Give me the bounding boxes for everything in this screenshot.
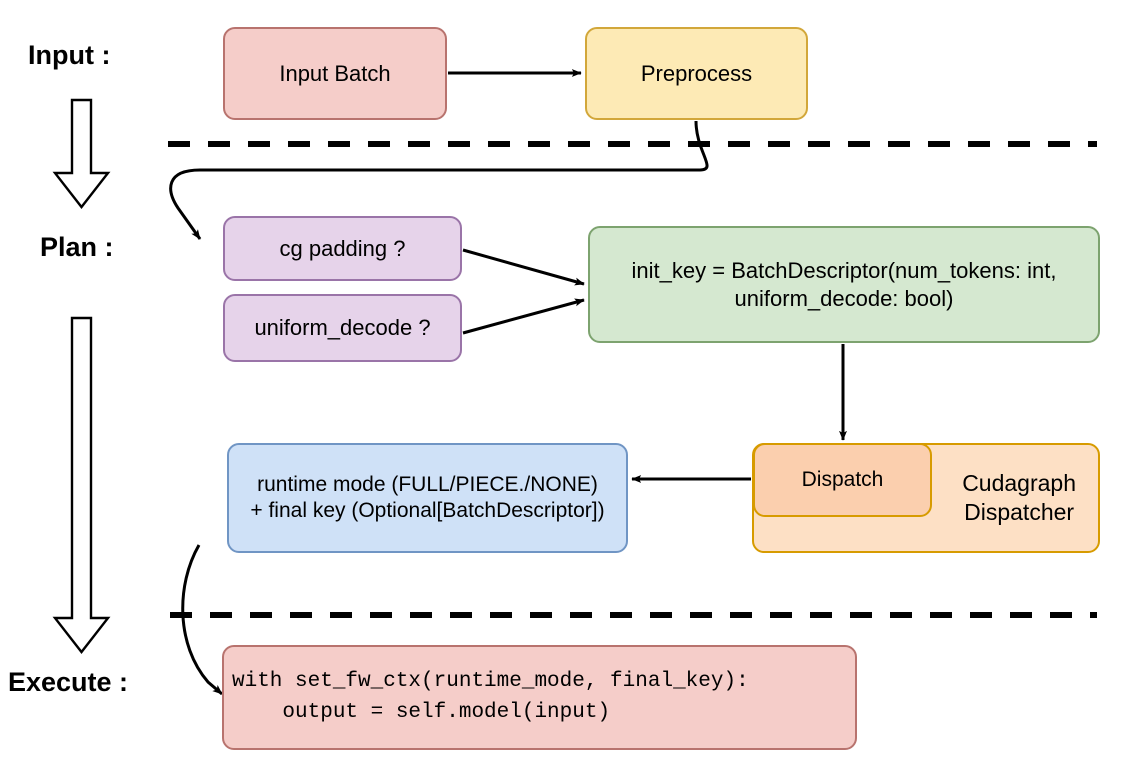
node-input-batch[interactable]: Input Batch — [223, 27, 447, 120]
edge-uniform-decode-to-init-key — [462, 298, 585, 335]
node-cg-padding[interactable]: cg padding ? — [223, 216, 462, 281]
node-cg-padding-label: cg padding ? — [279, 235, 406, 261]
node-dispatch-label: Dispatch — [801, 467, 884, 491]
node-runtime-mode-line2: + final key (Optional[BatchDescriptor]) — [250, 499, 605, 522]
node-runtime-mode-line1: runtime mode (FULL/PIECE./NONE) — [257, 472, 598, 496]
edge-cg-padding-to-init-key — [462, 248, 585, 286]
stage-arrow-input-to-plan — [52, 98, 111, 209]
node-init-key[interactable]: init_key = BatchDescriptor(num_tokens: i… — [588, 226, 1100, 343]
edge-runtime-mode-to-exec-code — [181, 544, 223, 696]
stage-arrow-plan-to-execute — [52, 316, 111, 654]
edge-preprocess-to-cg-padding — [169, 120, 709, 240]
node-init-key-text: init_key = BatchDescriptor(num_tokens: i… — [632, 257, 1057, 312]
node-dispatch[interactable]: Dispatch — [753, 443, 932, 517]
node-preprocess-label: Preprocess — [640, 60, 753, 86]
stage-label-input: Input : — [28, 40, 111, 70]
node-preprocess[interactable]: Preprocess — [585, 27, 808, 120]
node-runtime-mode-text: runtime mode (FULL/PIECE./NONE) + final … — [250, 472, 604, 525]
node-exec-code-line1: with set_fw_ctx(runtime_mode, final_key)… — [232, 670, 749, 694]
stage-label-execute: Execute : — [8, 667, 129, 697]
node-exec-code-text: with set_fw_ctx(runtime_mode, final_key)… — [232, 667, 749, 728]
node-cudagraph-dispatcher-line1: Cudagraph — [962, 470, 1076, 497]
node-runtime-mode[interactable]: runtime mode (FULL/PIECE./NONE) + final … — [227, 443, 628, 553]
node-init-key-line1: init_key = BatchDescriptor(num_tokens: i… — [631, 258, 1057, 283]
node-exec-code[interactable]: with set_fw_ctx(runtime_mode, final_key)… — [222, 645, 857, 750]
node-cudagraph-dispatcher-text: Cudagraph Dispatcher — [962, 469, 1076, 527]
node-cudagraph-dispatcher-line2: Dispatcher — [964, 499, 1075, 525]
stage-label-plan: Plan : — [40, 232, 114, 262]
node-init-key-line2: uniform_decode: bool) — [734, 285, 954, 311]
node-uniform-decode[interactable]: uniform_decode ? — [223, 294, 462, 362]
node-input-batch-label: Input Batch — [279, 60, 391, 86]
node-exec-code-line2: output = self.model(input) — [232, 700, 611, 724]
node-uniform-decode-label: uniform_decode ? — [254, 315, 431, 341]
